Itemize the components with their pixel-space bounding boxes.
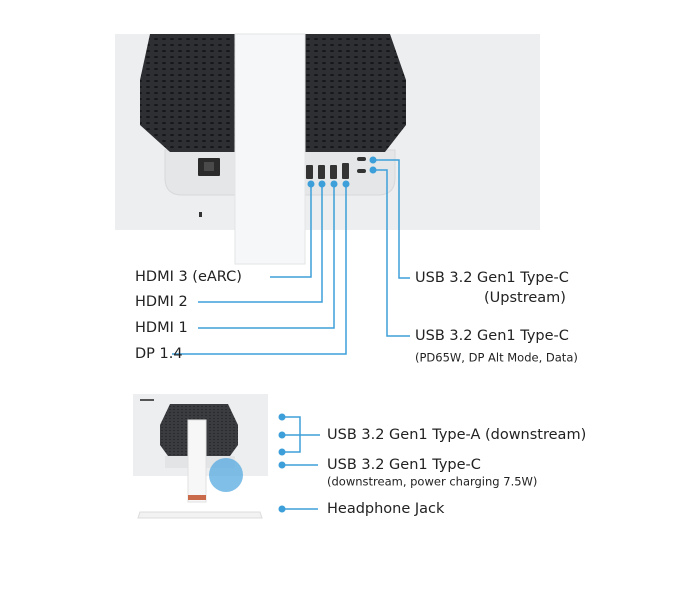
- label-usbc-downstream: USB 3.2 Gen1 Type-C: [327, 456, 481, 473]
- label-hdmi-3: HDMI 3 (eARC): [135, 268, 242, 285]
- label-hdmi-1: HDMI 1: [135, 319, 188, 336]
- label-headphone-jack: Headphone Jack: [327, 500, 445, 517]
- label-usbc-upstream: USB 3.2 Gen1 Type-C: [415, 269, 569, 286]
- label-dp: DP 1.4: [135, 345, 183, 362]
- monitor-rear-closeup: [115, 33, 540, 265]
- callout-lines: [172, 159, 410, 355]
- label-usbc-pd-sub: (PD65W, DP Alt Mode, Data): [415, 350, 578, 365]
- callout-dots: [307, 156, 377, 188]
- label-usbc-upstream-sub: (Upstream): [484, 289, 566, 306]
- label-hdmi-2: HDMI 2: [135, 293, 188, 310]
- port-highlight: [209, 458, 243, 492]
- label-usba-downstream: USB 3.2 Gen1 Type-A (downstream): [327, 426, 587, 443]
- label-usbc-pd: USB 3.2 Gen1 Type-C: [415, 327, 569, 344]
- monitor-rear-full: [133, 394, 268, 519]
- label-usbc-downstream-sub: (downstream, power charging 7.5W): [327, 474, 538, 489]
